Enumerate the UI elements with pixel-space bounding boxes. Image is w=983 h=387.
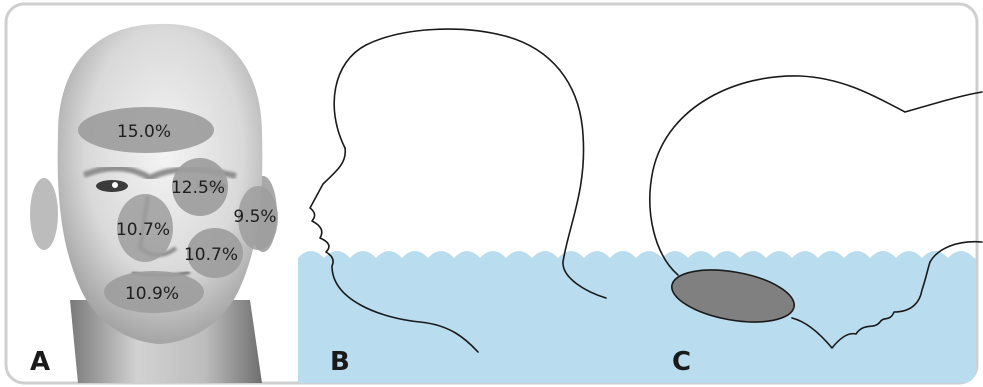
panel-b-letter: B bbox=[330, 347, 350, 377]
label-nose: 10.7% bbox=[116, 220, 170, 240]
label-chin: 10.9% bbox=[125, 284, 179, 304]
label-right-cheek: 12.5% bbox=[171, 178, 225, 198]
panel-a-letter: A bbox=[30, 347, 50, 377]
left-ear bbox=[30, 178, 58, 250]
label-cheek-lower: 10.7% bbox=[184, 245, 238, 265]
water-surface bbox=[298, 251, 976, 383]
panel-c-letter: C bbox=[672, 347, 691, 377]
left-eye-highlight bbox=[112, 182, 118, 188]
label-forehead: 15.0% bbox=[117, 122, 171, 142]
water bbox=[298, 251, 976, 383]
label-ear: 9.5% bbox=[233, 207, 276, 227]
left-eye bbox=[96, 180, 128, 192]
